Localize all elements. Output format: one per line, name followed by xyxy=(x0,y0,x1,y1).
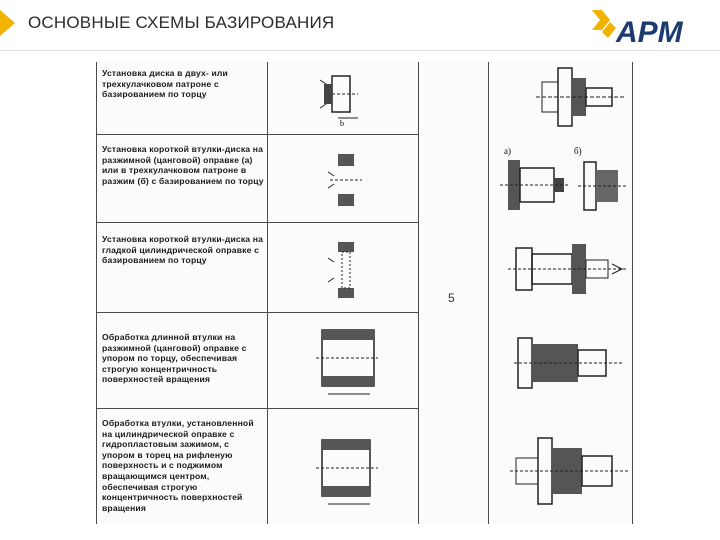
page-number: 5 xyxy=(448,291,455,305)
label-a: а) xyxy=(504,146,511,156)
apm-logo: АРМ xyxy=(592,10,684,49)
table-col-divider xyxy=(488,62,489,524)
row-2-description: Установка короткой втулки-диска на разжи… xyxy=(102,144,264,186)
label-b: б) xyxy=(574,146,582,156)
row-2-setup-drawing: а) б) xyxy=(500,146,628,211)
table-row-divider xyxy=(96,312,418,313)
logo-text: АРМ xyxy=(615,16,684,49)
row-3-description: Установка короткой втулки-диска на гладк… xyxy=(102,234,264,266)
scanned-document: Установка диска в двух- или трехкулачков… xyxy=(96,62,634,524)
svg-text:b: b xyxy=(340,119,344,128)
row-1-setup-drawing xyxy=(536,67,624,127)
row-1-scheme-sketch: b xyxy=(319,75,358,128)
row-2-scheme-sketch xyxy=(327,154,362,206)
row-4-setup-drawing xyxy=(514,337,622,389)
row-5-description: Обработка втулки, установленной на цилин… xyxy=(102,418,254,513)
table-col-divider xyxy=(267,62,268,524)
table-row-divider xyxy=(96,408,418,409)
row-4-scheme-sketch xyxy=(316,329,378,395)
row-3-setup-drawing xyxy=(508,244,626,294)
row-5-scheme-sketch xyxy=(316,439,378,505)
title-arrow-icon xyxy=(0,10,15,36)
slide-title: ОСНОВНЫЕ СХЕМЫ БАЗИРОВАНИЯ xyxy=(28,13,335,32)
slide-header: ОСНОВНЫЕ СХЕМЫ БАЗИРОВАНИЯ АРМ xyxy=(0,0,720,50)
table-border-right xyxy=(632,62,633,524)
table-row-divider xyxy=(96,222,418,223)
table-col-divider xyxy=(418,62,419,524)
row-1-description: Установка диска в двух- или трехкулачков… xyxy=(102,68,228,100)
row-3-scheme-sketch xyxy=(327,242,354,298)
table-row-divider xyxy=(96,134,418,135)
row-5-setup-drawing xyxy=(510,437,628,505)
row-4-description: Обработка длинной втулки на разжимной (ц… xyxy=(102,332,247,385)
header-divider xyxy=(0,50,720,51)
table-border-left xyxy=(96,62,97,524)
